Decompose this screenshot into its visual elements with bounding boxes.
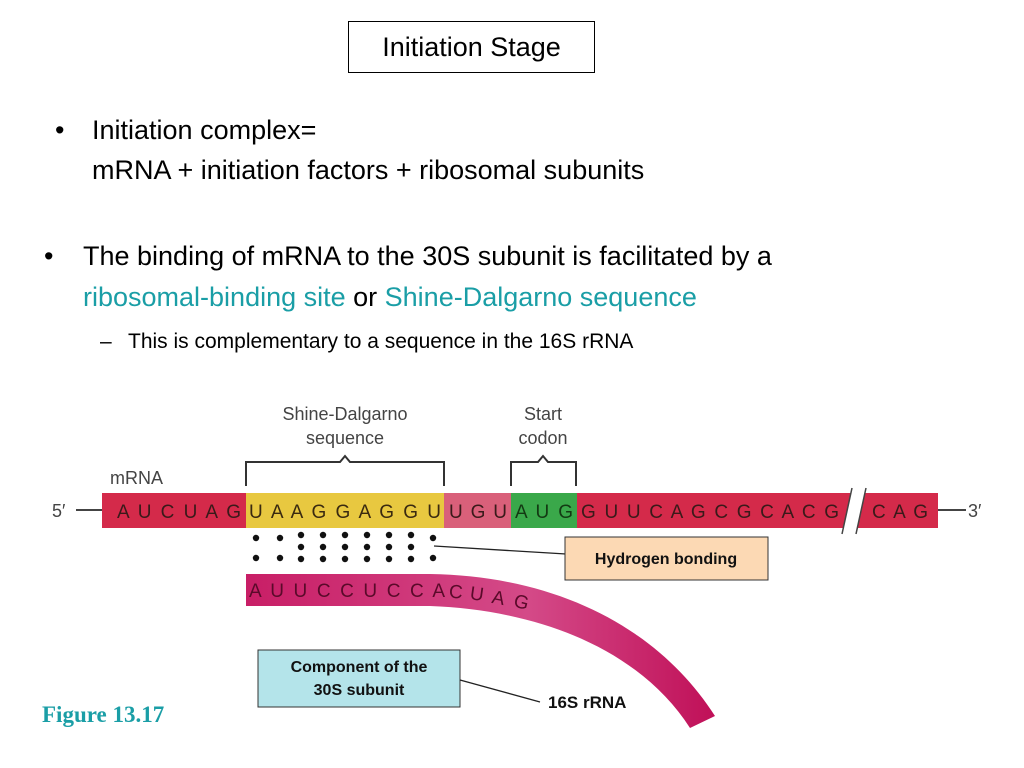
mrna-segment-shine-dalgarno <box>246 493 444 528</box>
component-callout-line <box>459 679 541 703</box>
mrna-label: mRNA <box>110 468 163 488</box>
rrna-seq-g: G <box>512 591 531 615</box>
bullet1-line2: mRNA + initiation factors + ribosomal su… <box>92 155 645 185</box>
mrna-seq-5prime: A U C U A G <box>117 502 241 523</box>
mrna-segment-spacer <box>444 493 511 528</box>
mrna-seq-spacer: U G U <box>449 502 507 523</box>
mrna-segment-5prime <box>102 493 246 528</box>
mrna-break <box>842 488 866 534</box>
translation-initiation-diagram: Shine-Dalgarno sequence Start codon mRNA… <box>52 404 982 728</box>
start-codon-bracket <box>510 454 577 486</box>
hbond-callout-box <box>564 536 769 581</box>
rrna-seq: A U U C C U C C A <box>249 581 445 602</box>
mrna-segment-coding <box>577 493 938 528</box>
term-shine-dalgarno: Shine-Dalgarno sequence <box>384 282 697 312</box>
bullet-dot-1: • <box>55 115 65 145</box>
hbond-callout-text: Hydrogen bonding <box>595 551 737 568</box>
start-codon-label-2: codon <box>518 428 567 448</box>
five-prime-label: 5′ <box>52 501 66 521</box>
bullet2-line1: The binding of mRNA to the 30S subunit i… <box>83 241 772 271</box>
bullet1-line1: Initiation complex= <box>92 115 317 145</box>
component-callout-line2: 30S subunit <box>314 682 405 699</box>
bullet2-line2: ribosomal-binding site or Shine-Dalgarno… <box>83 281 697 313</box>
hbond-callout-line <box>433 545 567 555</box>
mrna-seq-3prime: C A G <box>872 502 928 523</box>
rrna-seq-u: U <box>469 583 486 606</box>
sub-bullet-text: This is complementary to a sequence in t… <box>128 330 634 353</box>
mrna-seq-shine-dalgarno: U A A G G A G G U <box>249 502 441 523</box>
sub-bullet-dash: – <box>100 330 112 353</box>
start-codon-label-1: Start <box>524 404 562 424</box>
shine-dalgarno-bracket <box>245 454 445 486</box>
bullet2-joiner: or <box>345 282 385 312</box>
term-ribosomal-binding-site: ribosomal-binding site <box>83 282 346 312</box>
mrna-segment-start-codon <box>511 493 577 528</box>
hydrogen-bond-dots <box>252 531 437 563</box>
three-prime-label: 3′ <box>968 501 982 521</box>
16s-rrna-label: 16S rRNA <box>548 693 626 712</box>
shine-dalgarno-label-2: sequence <box>306 428 384 448</box>
bullet-dot-2: • <box>44 241 54 271</box>
component-callout-box <box>257 649 461 708</box>
rrna-seq-a: A <box>490 587 507 610</box>
shine-dalgarno-label-1: Shine-Dalgarno <box>282 404 407 424</box>
component-callout-line1: Component of the <box>291 659 428 676</box>
rrna-strand <box>246 574 715 728</box>
slide-title: Initiation Stage <box>348 21 595 73</box>
rrna-seq-c: C <box>448 582 464 604</box>
figure-label: Figure 13.17 <box>42 702 165 727</box>
mrna-seq-start-codon: A U G <box>515 502 573 523</box>
